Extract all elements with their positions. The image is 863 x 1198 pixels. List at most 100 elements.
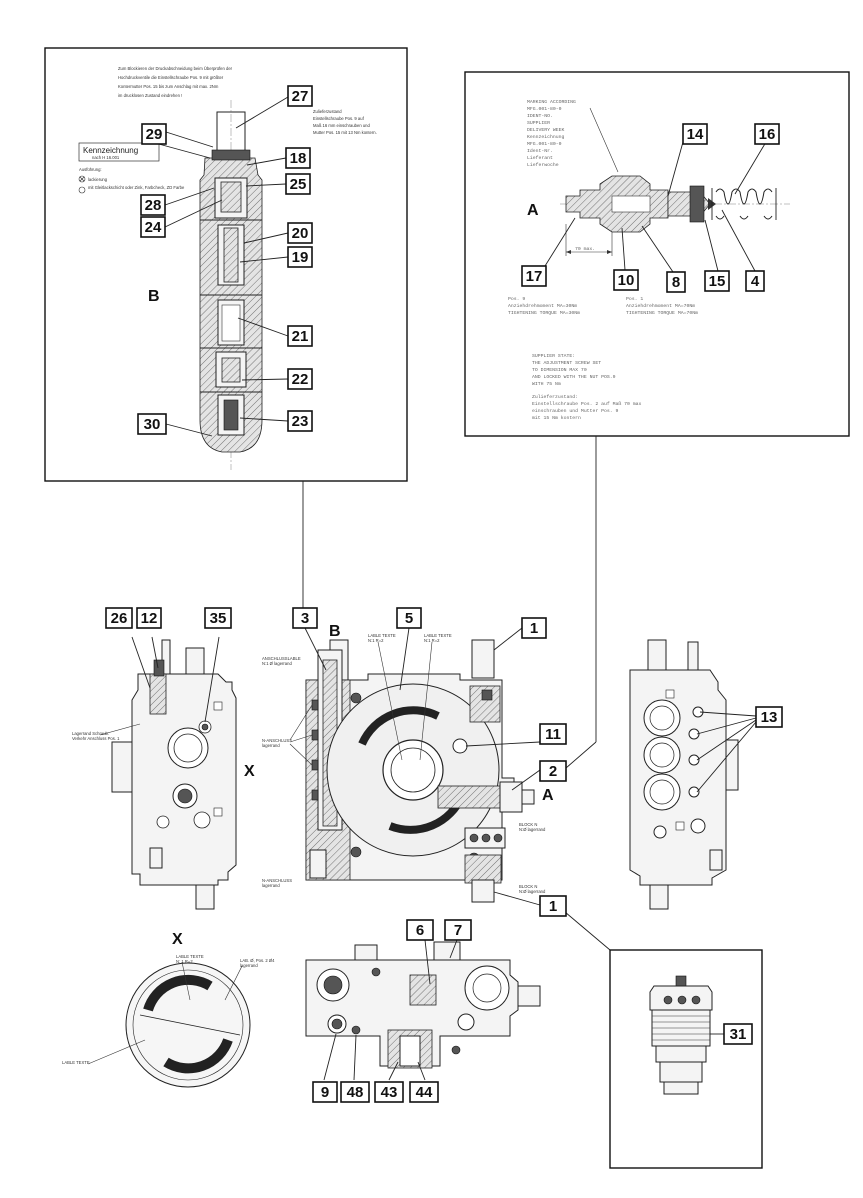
left-side-view: Lagerrand Schraub.Verkehr Anschluss Pos.… [72, 607, 255, 910]
callout-label: 1 [530, 620, 538, 637]
callout: 1 [539, 895, 567, 917]
option-2-text: mit Gleitlackschicht oder Zink, Farbchec… [88, 185, 185, 190]
note-line: Zum Blockieren der Druckabschneidung bei… [118, 66, 233, 71]
callout: 17 [521, 265, 547, 287]
note-line: mit 15 Nm kontern [532, 415, 581, 421]
callout: 15 [704, 270, 730, 292]
note-line: Einstellschraube Pos. 2 auf Maß 70 max [532, 401, 642, 407]
view-label-x-bottom: X [172, 931, 183, 948]
callout: 14 [682, 123, 708, 145]
callout-label: 7 [454, 922, 462, 939]
detail-a-view: MARKING ACCORDING MFG.001-80-0 IDENT-NO.… [464, 71, 850, 437]
callout: 16 [754, 123, 780, 145]
main-note: ANSCHLUSSLABLE [262, 656, 301, 661]
callout-label: 3 [301, 610, 309, 627]
note-line: WITH 75 Nm [532, 381, 561, 387]
marking-note: MARKING ACCORDING MFG.001-80-0 IDENT-NO.… [527, 99, 579, 168]
view-label-a-detail: A [527, 202, 539, 219]
callout: 44 [409, 1081, 439, 1103]
detail-a-leaders [544, 141, 767, 273]
pos9-note: Pos. 9 Anziehdrehmoment MA=30Nm TIGHTENI… [508, 296, 580, 316]
callout: 25 [285, 173, 311, 195]
callout-label: 27 [292, 88, 309, 105]
kennzeichnung-sub: nach H 16.001 [92, 155, 120, 160]
callout: 12 [136, 607, 162, 629]
callout-label: 22 [292, 371, 309, 388]
note-line: Hochdruckventile die Einstellschraube Po… [118, 75, 224, 80]
callout: 26 [105, 607, 133, 629]
main-note: LABLE TEXTE [368, 633, 396, 638]
callout: 48 [340, 1081, 370, 1103]
note-line: THE ADJUSTMENT SCREW SET [532, 360, 601, 366]
note-line: IDENT-NO. [527, 113, 553, 119]
main-note: N-ANSCHLUSS [262, 738, 292, 743]
callout: 1 [521, 617, 547, 639]
note-line: Verkehr Anschluss Pos. 1 [72, 736, 120, 741]
bottom-note: LAB. Ø, Pos. 2 Ø4 [240, 958, 275, 963]
note-line: Anziehdrehmoment MA=30Nm [508, 303, 577, 309]
note-line: Lieferwoche [527, 162, 559, 168]
sensor-detail-view: 31 [609, 949, 763, 1169]
callout-label: 35 [210, 610, 227, 627]
callout-label: 5 [405, 610, 413, 627]
callout: 23 [287, 410, 313, 432]
callout-label: 20 [292, 225, 309, 242]
cartridge-section [199, 100, 263, 470]
callout: 5 [396, 607, 422, 629]
callout: 22 [287, 368, 313, 390]
svg-text:BLOCK NN:Ø lagerrand: BLOCK NN:Ø lagerrand [519, 822, 546, 832]
callout-label: 14 [687, 126, 704, 143]
detail-a-frame [464, 71, 850, 437]
callout: 10 [613, 269, 639, 291]
callout-label: 16 [759, 126, 776, 143]
callout-label: 19 [292, 249, 309, 266]
main-note: LABLE TEXTE [424, 633, 452, 638]
callout: 31 [723, 1023, 753, 1045]
view-label-b-main: B [329, 623, 341, 640]
dimension-label: 70 max. [575, 246, 595, 252]
callout-label: 15 [709, 273, 726, 290]
note-line: N:1 R=2 [424, 638, 440, 643]
note-line: lagerrand [240, 963, 258, 968]
callout-label: 10 [618, 272, 635, 289]
callout: 20 [287, 222, 313, 244]
callout-label: 17 [526, 268, 543, 285]
callout: 35 [204, 607, 232, 629]
callout: 27 [287, 85, 313, 107]
callout-label: 48 [347, 1084, 364, 1101]
main-note: BLOCK N [519, 822, 537, 827]
callout: 24 [140, 216, 166, 238]
option-1-text: lackierung [88, 177, 108, 182]
callout: 43 [374, 1081, 404, 1103]
kennzeichnung-box [78, 142, 160, 162]
note-line: MFG.001-80-0 [527, 141, 562, 147]
callout: 13 [755, 706, 783, 728]
note-line: Lieferant [527, 155, 553, 161]
note-line: Ident-Nr. [527, 148, 553, 154]
bottom-note: LABLE TEXTE [62, 1060, 90, 1065]
callout: 8 [666, 271, 686, 293]
note-line: Mutter Pos. 15 mit 13 Nm kontern. [313, 130, 377, 135]
callout-label: 4 [751, 273, 760, 290]
callout-label: 43 [381, 1084, 398, 1101]
note-line: Anziehdrehmoment MA=70Nm [626, 303, 695, 309]
callout: 2 [539, 760, 567, 782]
callout-label: 8 [672, 274, 680, 291]
bottom-note: LABLE TEXTE [176, 954, 204, 959]
note-line: Maß 16 mm einschrauben und [313, 123, 370, 128]
note-line: MARKING ACCORDING [527, 99, 576, 105]
detail-b-leaders [154, 96, 289, 437]
callout: 18 [285, 147, 311, 169]
note-line: SUPPLIER [527, 120, 550, 126]
note-line: N:1 Ø lagerrand [262, 661, 292, 666]
callout-label: 21 [292, 328, 309, 345]
callout: 3 [292, 607, 318, 629]
